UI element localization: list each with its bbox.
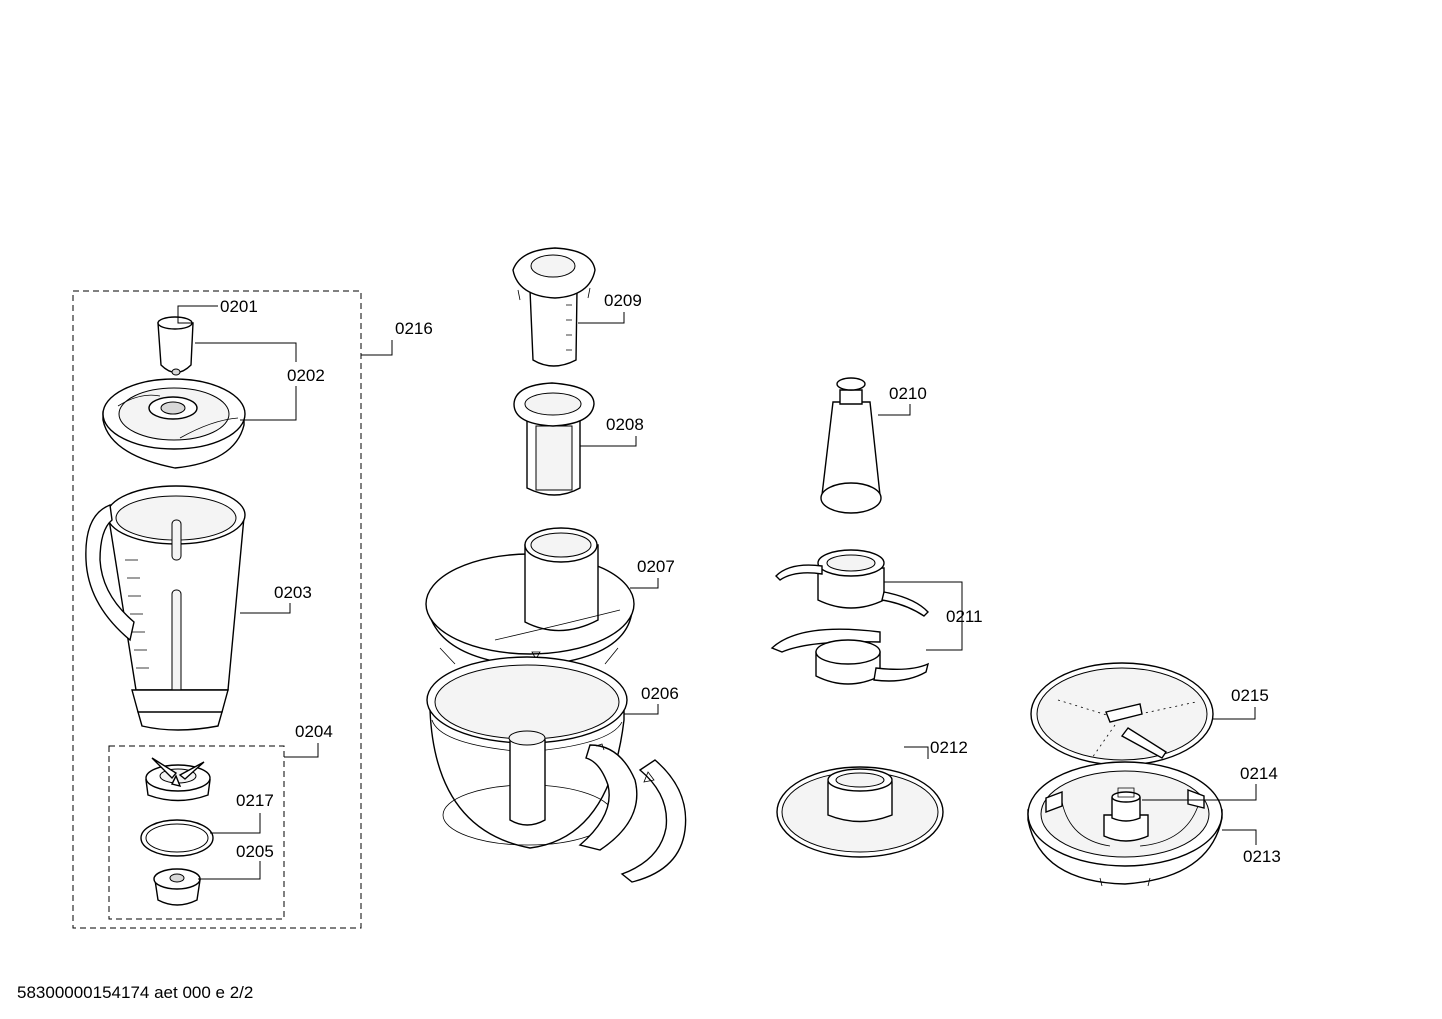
label-0215: 0215	[1231, 686, 1269, 705]
assembly-box-0216	[72, 290, 362, 929]
part-blade-unit	[145, 757, 211, 802]
part-blender-lid	[102, 378, 246, 469]
label-0206: 0206	[641, 684, 679, 703]
label-0202: 0202	[287, 366, 325, 385]
leader-lines	[177, 305, 1257, 880]
part-processor-bowl	[426, 656, 687, 883]
part-slicing-disc	[1030, 662, 1214, 766]
part-drive-shaft	[820, 377, 882, 514]
label-0211: 0211	[946, 607, 983, 626]
part-chopper-blades	[770, 549, 930, 685]
label-0217: 0217	[236, 791, 274, 810]
label-0207: 0207	[637, 557, 675, 576]
assembly-box-0204	[108, 745, 285, 920]
part-disc-holder	[1027, 761, 1223, 887]
label-0214: 0214	[1240, 764, 1278, 783]
label-0204: 0204	[295, 722, 333, 741]
part-splash-guard	[776, 766, 944, 858]
label-0203: 0203	[274, 583, 312, 602]
part-pusher-small	[513, 382, 595, 496]
label-0210: 0210	[889, 384, 927, 403]
part-measuring-cap	[157, 316, 194, 376]
label-0209: 0209	[604, 291, 642, 310]
part-blender-jug	[85, 485, 246, 731]
document-footer: 58300000154174 aet 000 e 2/2	[17, 983, 253, 1002]
part-pusher-large	[512, 247, 596, 367]
part-base-nut	[153, 868, 201, 906]
label-0205: 0205	[236, 842, 274, 861]
label-0208: 0208	[606, 415, 644, 434]
label-0212: 0212	[930, 738, 968, 757]
part-processor-lid	[425, 527, 635, 667]
part-sealing-ring	[140, 819, 214, 857]
label-0201: 0201	[220, 297, 258, 316]
label-0216: 0216	[395, 319, 433, 338]
label-0213: 0213	[1243, 847, 1281, 866]
